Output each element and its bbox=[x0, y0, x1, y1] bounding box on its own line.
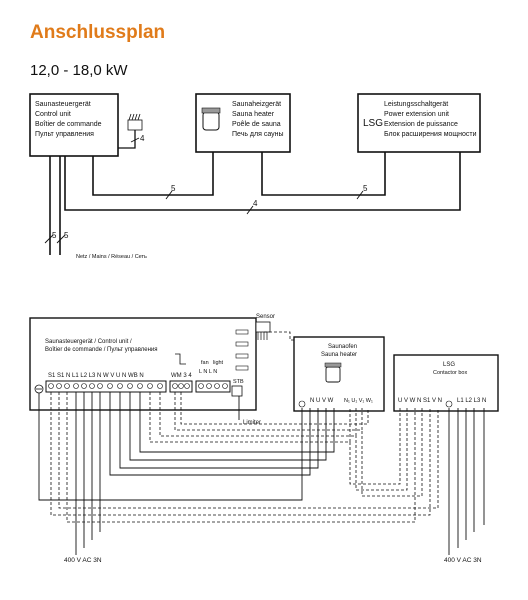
page-title: Anschlussplan bbox=[30, 22, 166, 43]
bottom-sensor-icon bbox=[255, 321, 271, 340]
heater-terminal-labels-b: N₁ U₁ V₁ W₁ bbox=[344, 398, 373, 404]
power-range: 12,0 - 18,0 kW bbox=[30, 62, 128, 79]
control-terminal-labels: S1 S1 N L1 L2 L3 N W V U N WB N bbox=[48, 373, 144, 379]
fan-light-terminal-strip bbox=[195, 380, 231, 393]
lsg-panel-sublabel: Contactor box bbox=[433, 370, 467, 376]
heater-label-fr: Poêle de sauna bbox=[232, 121, 281, 128]
control-panel-label-2: Boîtier de commande / Пульт управления bbox=[45, 347, 158, 353]
control-terminal-labels-b: WM 3 4 bbox=[171, 373, 192, 379]
power-unit-label-ru: Блок расширения мощности bbox=[384, 131, 477, 138]
mains-label: Netz / Mains / Réseau / Сеть bbox=[76, 254, 147, 260]
heater-panel-label-de: Saunaofen bbox=[328, 344, 357, 350]
cable-count-lsg: 5 bbox=[363, 184, 368, 193]
lsg-terminal-labels-b: L1 L2 L3 N bbox=[457, 398, 486, 404]
heater-label-ru: Печь для сауны bbox=[232, 131, 284, 138]
wires-solid bbox=[38, 392, 335, 555]
control-panel-label-1: Saunasteuergerät / Control unit / bbox=[45, 339, 132, 345]
heater-panel-label-en: Sauna heater bbox=[321, 352, 357, 358]
cable-count-control-lsg: 4 bbox=[253, 199, 258, 208]
control-unit-label-de: Saunasteuergerät bbox=[35, 101, 91, 108]
cable-count-heater: 5 bbox=[171, 184, 176, 193]
control-status-slots bbox=[235, 329, 249, 371]
stb-label: STB bbox=[233, 379, 244, 385]
light-label: light bbox=[213, 360, 224, 366]
power-extension-box bbox=[357, 93, 481, 153]
fan-label: fan bbox=[201, 360, 209, 366]
cable-count-mains-a: 5 bbox=[52, 231, 57, 240]
heater-panel-icon bbox=[324, 362, 342, 383]
supply-label-left: 400 V AC 3N bbox=[64, 557, 102, 564]
control-unit-label-fr: Boîtier de commande bbox=[35, 121, 102, 128]
stb-terminal bbox=[231, 385, 243, 397]
lsg-panel-label: LSG bbox=[443, 362, 455, 368]
ground-symbol bbox=[34, 384, 44, 394]
wires-lsg-supply bbox=[448, 408, 485, 555]
sensor-icon bbox=[127, 113, 143, 131]
heater-icon bbox=[201, 107, 221, 131]
control-unit-box bbox=[29, 93, 119, 157]
lsg-terminal-labels: U V W N S1 V N bbox=[398, 398, 442, 404]
wires-dashed bbox=[50, 331, 439, 523]
control-unit-label-ru: Пульт управления bbox=[35, 131, 94, 138]
power-unit-label-fr: Extension de puissance bbox=[384, 121, 458, 128]
cable-count-mains-b: 5 bbox=[64, 231, 69, 240]
limiter-label: Limiter bbox=[243, 420, 261, 426]
control-terminal-screws bbox=[48, 383, 163, 389]
control-unit-panel bbox=[29, 317, 257, 411]
control-terminal-strip bbox=[45, 380, 167, 393]
control-unit-label-en: Control unit bbox=[35, 111, 71, 118]
power-unit-label-de: Leistungsschaltgerät bbox=[384, 101, 448, 108]
cable-control-lsg bbox=[64, 152, 461, 211]
power-unit-label-en: Power extension unit bbox=[384, 111, 449, 118]
sensor-label: Sensor bbox=[256, 314, 275, 320]
lsg-panel bbox=[393, 354, 499, 412]
fan-light-terminal-labels: L N L N bbox=[199, 369, 217, 375]
supply-label-right: 400 V AC 3N bbox=[444, 557, 482, 564]
cable-count-sensor: 4 bbox=[140, 134, 145, 143]
cable-control-heater bbox=[92, 152, 214, 196]
heater-label-en: Sauna heater bbox=[232, 111, 275, 118]
cable-heater-lsg bbox=[261, 152, 386, 196]
heater-label-de: Saunaheizgerät bbox=[232, 101, 281, 108]
lsg-tag: LSG bbox=[363, 118, 383, 129]
heater-terminal-labels: N U V W bbox=[310, 398, 334, 404]
